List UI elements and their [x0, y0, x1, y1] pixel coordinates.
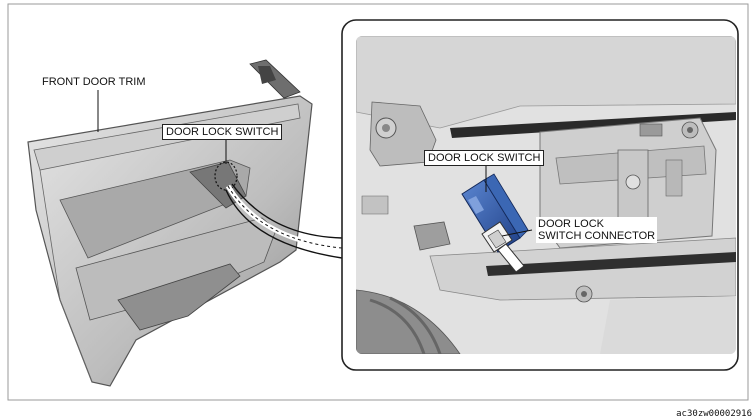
- label-front-door-trim: FRONT DOOR TRIM: [42, 76, 146, 88]
- detail-view-illustration: [356, 36, 736, 354]
- leader-door-lock-switch-connector: [501, 229, 533, 237]
- figure-id: ac30zw00002916: [676, 409, 752, 419]
- label-door-lock-switch-left: DOOR LOCK SWITCH: [162, 124, 283, 140]
- front-door-trim-illustration: [27, 59, 313, 387]
- callout-upper-line: [231, 183, 343, 239]
- switch-location-circle: [214, 161, 238, 191]
- label-door-lock-switch-detail: DOOR LOCK SWITCH: [424, 150, 545, 166]
- callout-lower-line: [225, 189, 343, 259]
- label-connector-line2: SWITCH CONNECTOR: [538, 230, 656, 242]
- label-door-lock-switch-connector: DOOR LOCK SWITCH CONNECTOR: [536, 217, 658, 243]
- door-lock-switch-connector-part: [481, 221, 525, 273]
- label-connector-line1: DOOR LOCK: [538, 218, 605, 230]
